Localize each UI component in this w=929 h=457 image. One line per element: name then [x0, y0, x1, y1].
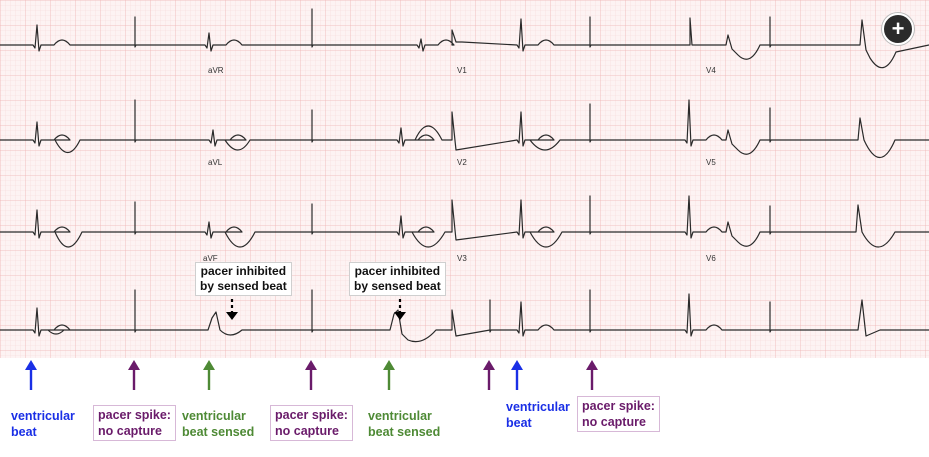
ecg-trace-row-1: [0, 8, 929, 69]
annotation-beat-sensed-2: ventricular beat sensed: [368, 408, 440, 440]
annotation-pacer-spike-3: pacer spike: no capture: [577, 396, 660, 432]
annotation-arrow-head: [305, 360, 317, 370]
lead-label-v5: V5: [706, 158, 716, 167]
annotation-arrow-head: [25, 360, 37, 370]
callout-pacer-inhibited-1: pacer inhibited by sensed beat: [195, 262, 292, 296]
callout-pointer-arrowhead: [394, 312, 406, 320]
annotation-ventricular-beat-2: ventricular beat: [506, 399, 570, 431]
annotation-arrow-head: [383, 360, 395, 370]
annotation-line1: ventricular: [182, 409, 246, 423]
ecg-strip: [0, 0, 929, 358]
ecg-trace-row-3: [0, 195, 929, 248]
annotation-line2: no capture: [582, 415, 646, 429]
annotation-line2: no capture: [275, 424, 339, 438]
annotation-line2: beat: [11, 425, 37, 439]
annotation-ventricular-beat-1: ventricular beat: [11, 408, 75, 440]
callout-pointer-arrowhead: [226, 312, 238, 320]
callout-pacer-inhibited-2: pacer inhibited by sensed beat: [349, 262, 446, 296]
annotation-line1: pacer spike:: [98, 408, 171, 422]
callout-line2: by sensed beat: [354, 279, 441, 293]
annotation-arrow-head: [203, 360, 215, 370]
annotation-line2: no capture: [98, 424, 162, 438]
callout-line2: by sensed beat: [200, 279, 287, 293]
lead-label-v2: V2: [457, 158, 467, 167]
plus-circle-icon[interactable]: +: [882, 13, 914, 45]
ecg-trace-row-2: [0, 99, 929, 159]
annotation-arrow-head: [511, 360, 523, 370]
annotation-arrows: [25, 360, 598, 390]
callout-line1: pacer inhibited: [354, 264, 441, 278]
annotation-pacer-spike-2: pacer spike: no capture: [270, 405, 353, 441]
lead-label-avf: aVF: [203, 254, 218, 263]
annotation-arrow-head: [483, 360, 495, 370]
ecg-trace-row-4: [0, 289, 929, 343]
annotation-arrow-head: [128, 360, 140, 370]
lead-label-avl: aVL: [208, 158, 223, 167]
lead-label-v1: V1: [457, 66, 467, 75]
lead-label-avr: aVR: [208, 66, 224, 75]
annotation-line1: ventricular: [506, 400, 570, 414]
annotation-line2: beat: [506, 416, 532, 430]
annotation-line1: pacer spike:: [582, 399, 655, 413]
annotation-line2: beat sensed: [182, 425, 255, 439]
lead-label-v3: V3: [457, 254, 467, 263]
lead-label-v6: V6: [706, 254, 716, 263]
annotation-line1: ventricular: [368, 409, 432, 423]
annotation-line2: beat sensed: [368, 425, 441, 439]
annotation-beat-sensed-1: ventricular beat sensed: [182, 408, 254, 440]
callout-line1: pacer inhibited: [200, 264, 287, 278]
annotation-pacer-spike-1: pacer spike: no capture: [93, 405, 176, 441]
annotation-arrow-head: [586, 360, 598, 370]
lead-label-v4: V4: [706, 66, 716, 75]
annotation-line1: pacer spike:: [275, 408, 348, 422]
annotation-line1: ventricular: [11, 409, 75, 423]
